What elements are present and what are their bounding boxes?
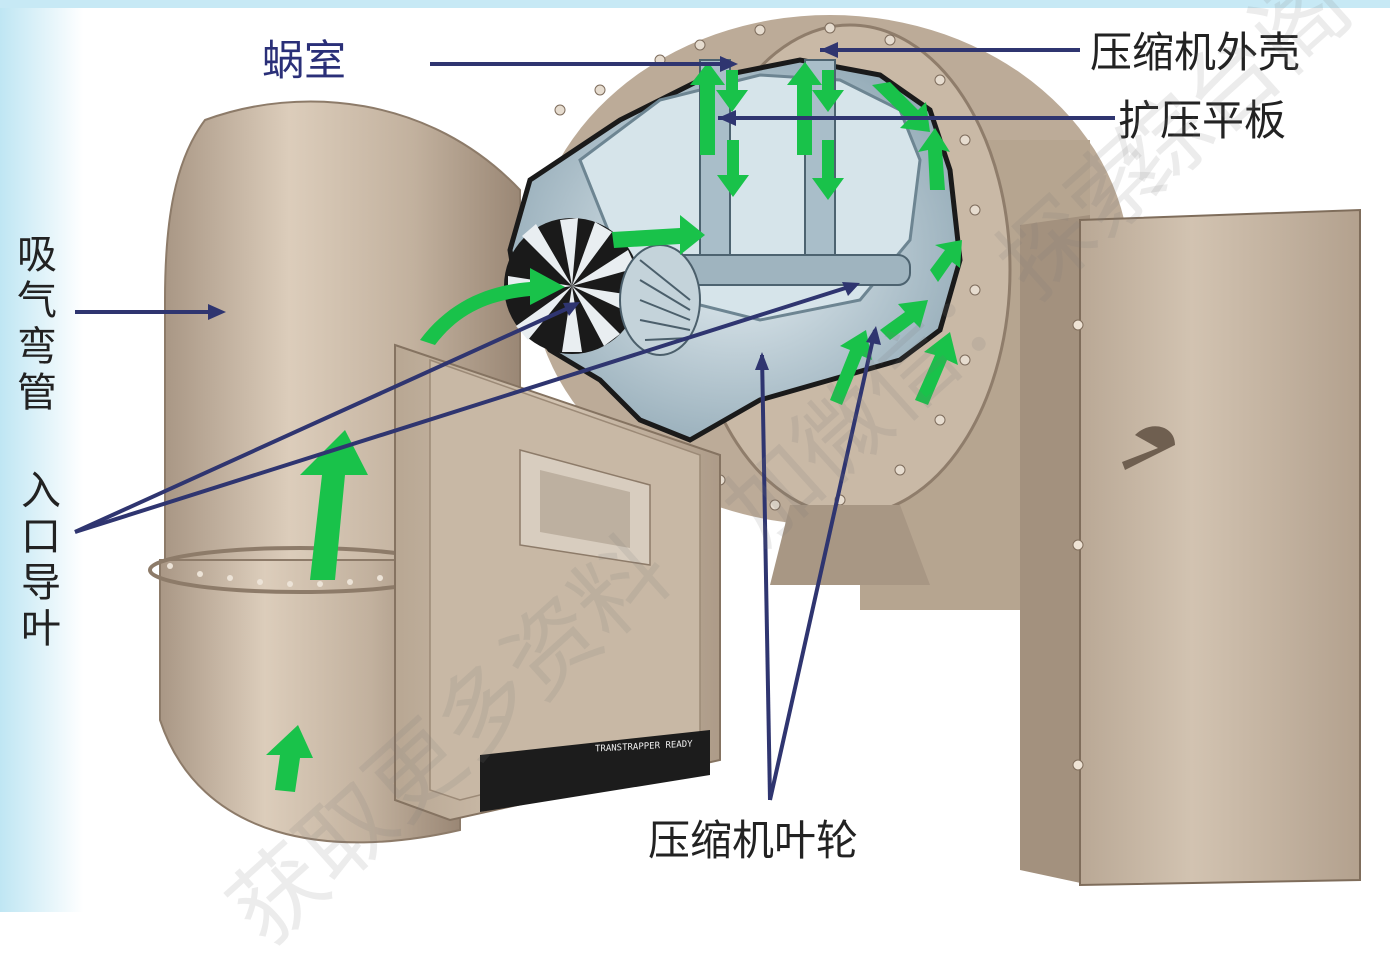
access-door	[1020, 208, 1361, 887]
label-suction-elbow: 吸气弯管	[17, 232, 57, 416]
leader-arrowheads	[208, 42, 881, 370]
control-panel-box	[394, 343, 721, 822]
leader-lines	[74, 48, 1115, 801]
label-impeller: 压缩机叶轮	[648, 816, 859, 865]
leader-impeller-1	[760, 354, 772, 801]
top-strip	[0, 0, 1390, 8]
chiller-illustration	[0, 0, 1390, 912]
leader-igv-2	[74, 303, 576, 534]
label-volute: 蜗室	[262, 36, 347, 85]
leader-impeller-2	[768, 329, 877, 801]
label-compressor-casing: 压缩机外壳	[1090, 28, 1301, 77]
leader-igv-1	[74, 283, 856, 534]
label-diffuser-plate: 扩压平板	[1118, 96, 1287, 145]
label-inlet-guide-vanes: 入口导叶	[21, 468, 61, 652]
